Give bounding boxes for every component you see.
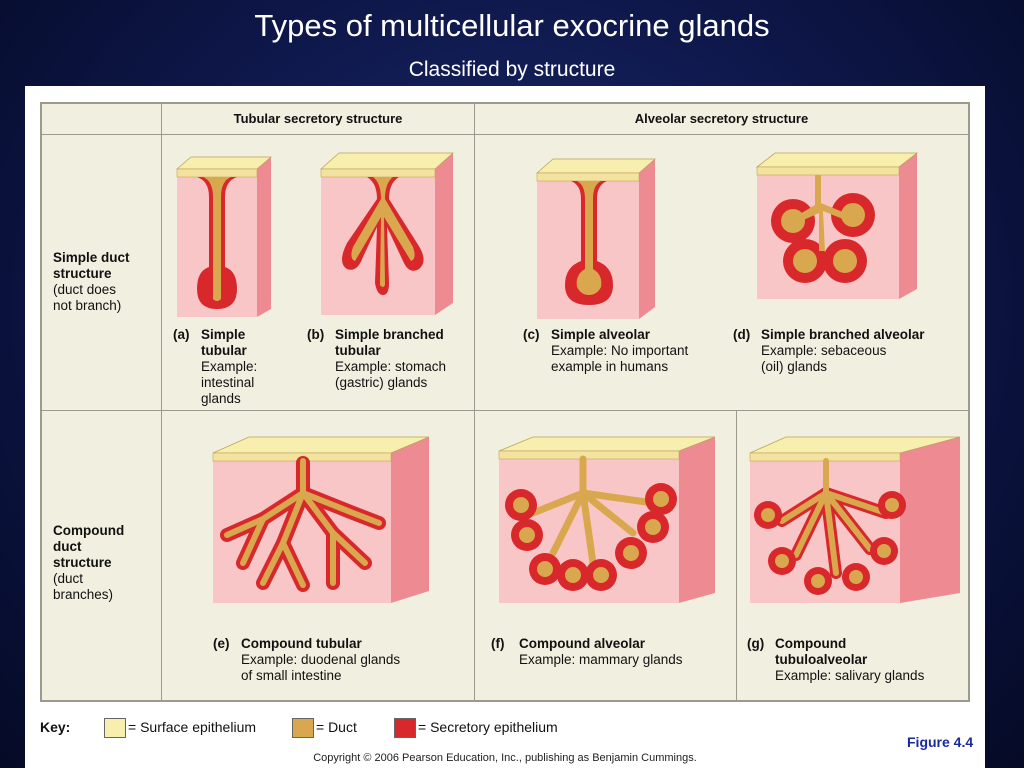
- row-header-line: duct: [53, 539, 82, 554]
- key-duct: = Duct: [316, 719, 357, 735]
- key-surface-epithelium: = Surface epithelium: [128, 719, 257, 735]
- caption-name: Compound: [775, 636, 847, 651]
- caption-compound-tubular: (e) Compound tubular Example: duodenal g…: [213, 636, 443, 692]
- caption-name: tubuloalveolar: [775, 652, 868, 667]
- column-header-tubular: Tubular secretory structure: [233, 111, 403, 126]
- slide-subtitle: Classified by structure: [408, 58, 616, 81]
- caption-letter: (g): [747, 636, 765, 651]
- caption-simple-branched-tubular: (b) Simple branched tubular Example: sto…: [307, 327, 477, 397]
- caption-simple-alveolar: (c) Simple alveolar Example: No importan…: [523, 327, 723, 383]
- caption-name: tubular: [201, 343, 247, 358]
- caption-name: Compound alveolar: [519, 636, 646, 651]
- compound-tubuloalveolar-cell: [736, 410, 969, 701]
- caption-example: Example: duodenal glands: [241, 652, 401, 667]
- caption-example: glands: [201, 391, 241, 406]
- caption-simple-tubular: (a) Simple tubular Example: intestinal g…: [173, 327, 313, 407]
- caption-example: Example: stomach: [335, 359, 447, 374]
- caption-letter: (a): [173, 327, 190, 342]
- row-header-line: (duct does: [53, 282, 117, 297]
- row-header-line: structure: [53, 266, 112, 281]
- row-header-compound: Compound duct structure (duct branches): [53, 523, 158, 603]
- duct-swatch: [292, 718, 314, 738]
- key-secretory-epithelium: = Secretory epithelium: [418, 719, 558, 735]
- gland-illustration-simple-branched-tubular: [319, 152, 455, 315]
- caption-name: tubular: [335, 343, 381, 358]
- color-key: Key: = Surface epithelium = Duct = Secre…: [40, 716, 940, 744]
- row-header-line: Simple duct: [53, 250, 130, 265]
- caption-example: Example: salivary glands: [775, 668, 925, 683]
- caption-compound-tubuloalveolar: (g) Compound tubuloalveolar Example: sal…: [747, 636, 963, 692]
- caption-example: Example:: [201, 359, 258, 374]
- gland-illustration-simple-tubular: [175, 156, 273, 317]
- row-header-line: branches): [53, 587, 114, 602]
- caption-letter: (f): [491, 636, 505, 651]
- caption-name: Compound tubular: [241, 636, 362, 651]
- gland-illustration-compound-alveolar: [498, 436, 716, 603]
- caption-letter: (d): [733, 327, 751, 342]
- caption-name: Simple branched alveolar: [761, 327, 925, 342]
- caption-name: Simple branched: [335, 327, 444, 342]
- caption-example: (oil) glands: [761, 359, 828, 374]
- gland-illustration-simple-branched-alveolar: [755, 152, 919, 299]
- caption-example: example in humans: [551, 359, 669, 374]
- caption-example: (gastric) glands: [335, 375, 428, 390]
- column-header-alveolar: Alveolar secretory structure: [634, 111, 809, 126]
- caption-example: Example: sebaceous: [761, 343, 887, 358]
- gland-illustration-simple-alveolar: [535, 158, 657, 319]
- caption-compound-alveolar: (f) Compound alveolar Example: mammary g…: [491, 636, 727, 676]
- secretory-epithelium-swatch: [394, 718, 416, 738]
- header-corner-cell: [41, 103, 162, 135]
- row-header-line: not branch): [53, 298, 122, 313]
- copyright-notice: Copyright © 2006 Pearson Education, Inc.…: [313, 752, 697, 764]
- caption-name: Simple: [201, 327, 246, 342]
- row-header-line: structure: [53, 555, 112, 570]
- slide-title: Types of multicellular exocrine glands: [254, 8, 770, 43]
- figure-label: Figure 4.4: [907, 734, 974, 750]
- caption-letter: (e): [213, 636, 230, 651]
- caption-letter: (b): [307, 327, 325, 342]
- row-header-simple: Simple duct structure (duct does not bra…: [53, 250, 158, 314]
- caption-letter: (c): [523, 327, 540, 342]
- gland-illustration-compound-tubuloalveolar: [749, 436, 961, 603]
- caption-example: intestinal: [201, 375, 255, 390]
- gland-illustration-compound-tubular: [212, 436, 430, 603]
- key-label: Key:: [40, 719, 71, 735]
- row-header-line: (duct: [53, 571, 84, 586]
- figure-panel: Tubular secretory structure Alveolar sec…: [25, 86, 985, 768]
- caption-example: of small intestine: [241, 668, 342, 683]
- caption-example: Example: mammary glands: [519, 652, 683, 667]
- surface-epithelium-swatch: [104, 718, 126, 738]
- caption-example: Example: No important: [551, 343, 689, 358]
- row-header-line: Compound: [53, 523, 125, 538]
- caption-simple-branched-alveolar: (d) Simple branched alveolar Example: se…: [733, 327, 965, 383]
- gland-table: Tubular secretory structure Alveolar sec…: [40, 102, 970, 702]
- caption-name: Simple alveolar: [551, 327, 651, 342]
